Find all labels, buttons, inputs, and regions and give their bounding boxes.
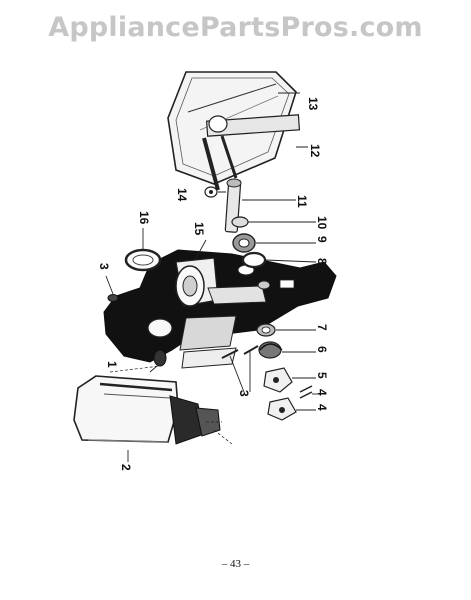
- rings: [124, 228, 317, 272]
- callout-3-bottom: 3: [237, 390, 251, 397]
- callout-1: 1: [105, 361, 119, 368]
- callout-13: 12: [308, 144, 322, 158]
- callout-2: 2: [119, 464, 133, 471]
- watermark: AppliancePartsPros.com: [48, 12, 423, 43]
- callout-14: 13: [306, 97, 320, 111]
- callout-7: 6: [315, 346, 329, 353]
- shaft-assembly: [204, 178, 316, 253]
- callout-3-top: 3: [97, 263, 111, 270]
- callout-5: 4: [315, 389, 329, 396]
- callout-4: 4: [315, 404, 329, 411]
- small-hardware: [256, 323, 318, 421]
- callout-10: 9: [315, 236, 329, 243]
- callout-labels: 13 12 14 11 10 16 15 9 8 3 7 6 1 5 3 4 4…: [97, 97, 329, 471]
- motor-housing: [103, 239, 337, 369]
- callout-16: 15: [192, 222, 206, 236]
- callout-15: 14: [175, 188, 189, 202]
- callout-8: 7: [315, 324, 329, 331]
- blade-guard-assembly: [167, 71, 308, 191]
- callout-9: 8: [315, 258, 329, 265]
- screws: [105, 275, 259, 393]
- callout-17: 16: [137, 211, 151, 225]
- motor-case: [73, 349, 233, 462]
- page-number: – 43 –: [221, 558, 250, 570]
- callout-6: 5: [315, 372, 329, 379]
- callout-11: 10: [315, 216, 329, 230]
- callout-12: 11: [295, 195, 309, 208]
